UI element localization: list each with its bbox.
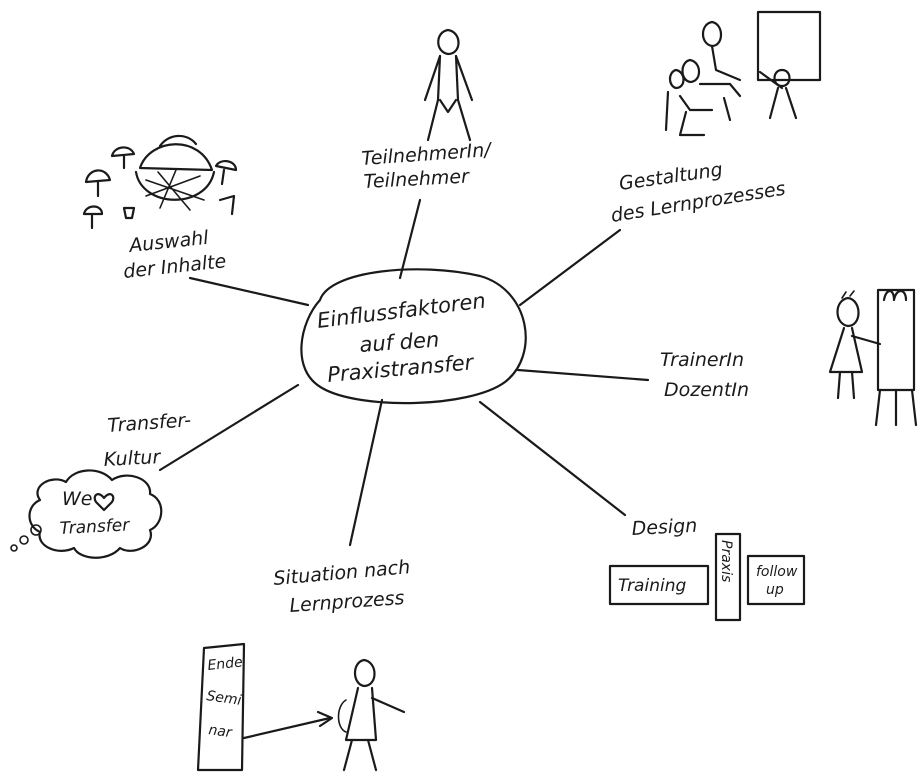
design-training-box: Training	[608, 564, 710, 606]
design-title: Design	[631, 515, 698, 540]
connector-transfer	[158, 383, 300, 472]
design-box-follow: follow	[756, 564, 798, 580]
bubble-text-we: We	[62, 488, 92, 510]
situation-label-line1: Situation nach	[273, 556, 411, 590]
sign-text-line2: Semi	[205, 688, 242, 709]
connector-trainer	[516, 368, 650, 382]
teilnehmer-label-line1: TeilnehmerIn/	[361, 139, 494, 170]
design-box-up: up	[766, 582, 784, 598]
trainer-label-line1: TrainerIn	[660, 349, 744, 371]
connector-design	[478, 400, 627, 517]
branch-situation: Situation nach Lernprozess Ende Semi nar	[196, 556, 411, 772]
center-label-line3: Praxistransfer	[326, 350, 475, 387]
center-label-line1: Einflussfaktoren	[316, 288, 487, 332]
branch-trainer: TrainerIn DozentIn	[660, 288, 918, 427]
branch-auswahl: Auswahl der Inhalte	[82, 134, 238, 283]
sign-text-line1: Ende	[207, 654, 244, 674]
branch-gestaltung: Gestaltung des Lernprozesses	[609, 10, 822, 227]
situation-label-line2: Lernprozess	[289, 587, 405, 617]
walking-person-icon	[242, 658, 406, 772]
participant-figure-icon	[423, 28, 474, 142]
connector-lines	[158, 198, 650, 547]
sign-text-line3: nar	[207, 722, 233, 741]
center-node: Einflussfaktoren auf den Praxistransfer	[300, 268, 527, 405]
connector-auswahl	[188, 276, 310, 307]
design-box-praxis: Praxis	[718, 540, 734, 582]
center-ellipse	[300, 268, 527, 405]
branch-teilnehmer: TeilnehmerIn/ Teilnehmer	[361, 28, 494, 193]
trainer-at-flipchart-icon	[828, 288, 918, 427]
transfer-label-line1: Transfer-	[107, 409, 192, 437]
transfer-label-line2: Kultur	[103, 446, 162, 471]
bubble-text-transfer: Transfer	[59, 515, 130, 539]
connector-gestaltung	[518, 228, 622, 307]
thought-bubble-icon: We Transfer	[10, 469, 163, 559]
center-label-line2: auf den	[359, 327, 440, 357]
branch-design: Design Training Praxis follow up	[608, 515, 806, 622]
seminar-end-sign-icon: Ende Semi nar	[196, 642, 246, 772]
mushroom-basket-icon	[82, 134, 238, 230]
trainer-label-line2: DozentIn	[664, 379, 749, 401]
design-praxis-box: Praxis	[714, 532, 742, 622]
branch-transfer: Transfer- Kultur We Transfer	[10, 409, 192, 559]
classroom-scene-icon	[664, 10, 822, 137]
heart-icon	[93, 493, 115, 512]
design-box-training: Training	[618, 576, 686, 596]
design-follow-up-box: follow up	[746, 554, 806, 606]
teilnehmer-label-line2: Teilnehmer	[363, 165, 470, 193]
connector-teilnehmer	[398, 198, 422, 280]
connector-situation	[348, 398, 384, 547]
